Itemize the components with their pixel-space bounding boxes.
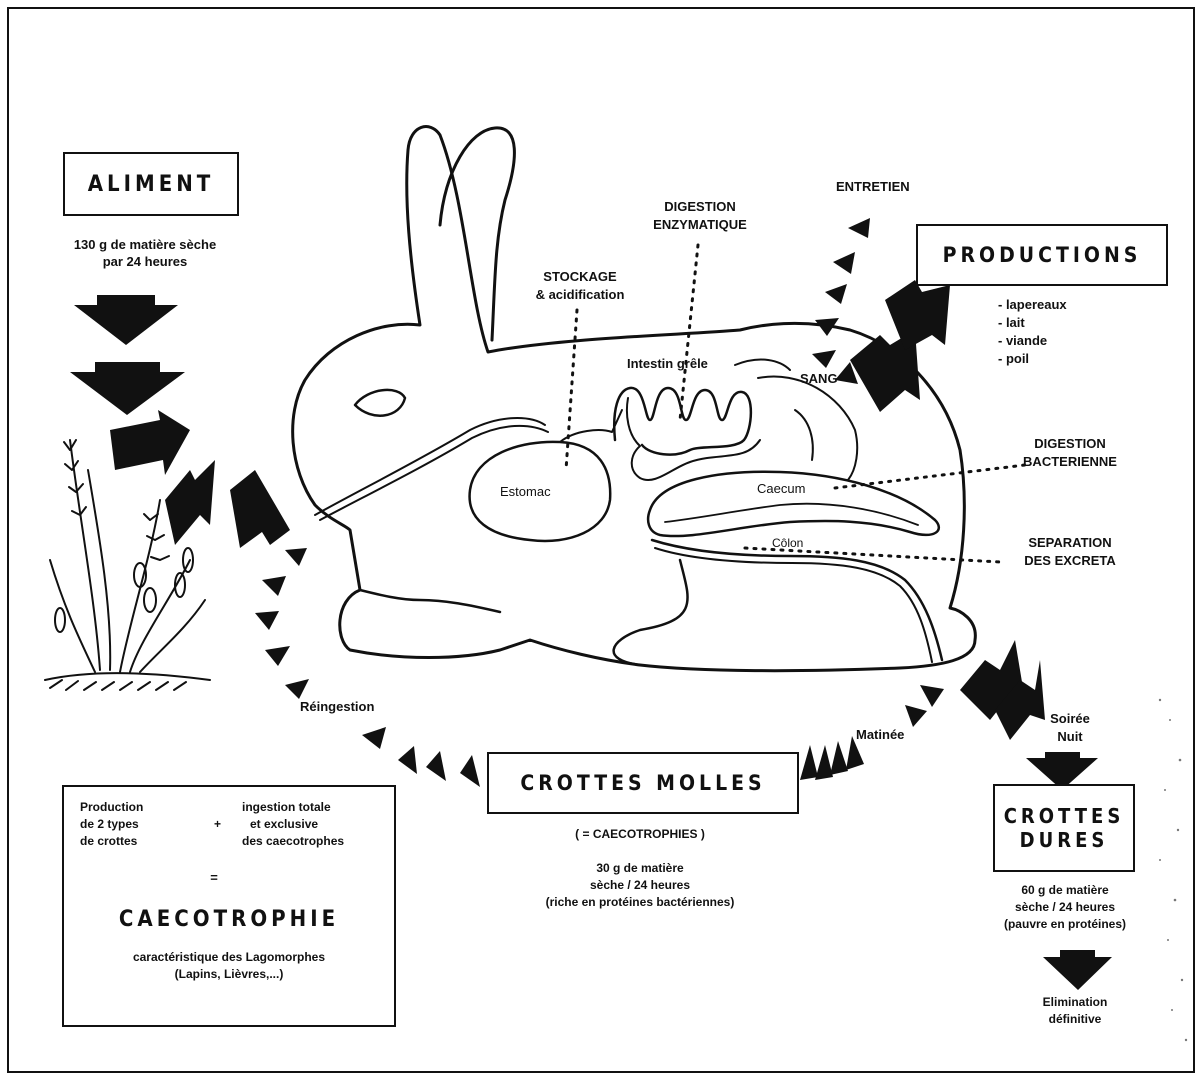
crottes-dures-line2: sèche / 24 heures (975, 901, 1155, 915)
rabbit-throat (315, 418, 545, 515)
reingestion-label: Réingestion (300, 700, 374, 715)
stockage-label-2: & acidification (505, 288, 655, 303)
separation-label-2: DES EXCRETA (995, 554, 1145, 569)
caecotrophie-left-1: Production (80, 801, 143, 815)
crottes-dures-title-1: CROTTES (1004, 804, 1125, 828)
production-item-viande: - viande (998, 334, 1047, 349)
rabbit-eye (355, 390, 405, 416)
food-arrow-4 (165, 460, 215, 545)
aliment-amount-line2: par 24 heures (30, 255, 260, 270)
matinee-label: Matinée (856, 728, 904, 743)
intestin-label: Intestin grêle (627, 357, 708, 372)
crottes-molles-line1: 30 g de matière (490, 862, 790, 876)
productions-title: PRODUCTIONS (943, 243, 1142, 267)
crottes-molles-box: CROTTES MOLLES (487, 752, 799, 814)
stockage-label-1: STOCKAGE (505, 270, 655, 285)
elimination-arrow (1043, 950, 1112, 990)
rabbit-front-leg (360, 590, 500, 612)
digestion-bacterienne-label-2: BACTERIENNE (1000, 455, 1140, 470)
caecotrophie-right-2: et exclusive (250, 818, 318, 832)
caecotrophie-right-3: des caecotrophes (242, 835, 344, 849)
caecotrophie-title: CAECOTROPHIE (64, 907, 394, 932)
food-arrow-1 (74, 295, 178, 345)
caecotrophie-note-1: caractéristique des Lagomorphes (64, 951, 394, 965)
colon-label: Côlon (772, 537, 803, 551)
food-arrow-5 (230, 470, 290, 548)
aliment-title: ALIMENT (88, 172, 215, 197)
caecum-label: Caecum (757, 482, 805, 497)
crottes-molles-subtitle: ( = CAECOTROPHIES ) (500, 828, 780, 842)
blood-vessel (758, 377, 857, 480)
crottes-molles-line3: (riche en protéines bactériennes) (470, 896, 810, 910)
production-item-lait: - lait (998, 316, 1025, 331)
sang-label: SANG (800, 372, 838, 387)
caecotrophie-right-1: ingestion totale (242, 801, 331, 815)
digestion-enzymatique-label-2: ENZYMATIQUE (630, 218, 770, 233)
reingestion-arrows (255, 548, 480, 787)
crottes-molles-line2: sèche / 24 heures (490, 879, 790, 893)
caecotrophie-left-2: de 2 types (80, 818, 139, 832)
crottes-dures-line3: (pauvre en protéines) (970, 918, 1160, 932)
caecotrophie-note-2: (Lapins, Lièvres,...) (64, 968, 394, 982)
soiree-label-2: Nuit (1030, 730, 1110, 745)
scan-noise (1159, 699, 1187, 1041)
crottes-dures-box: CROTTES DURES (993, 784, 1135, 872)
entretien-label: ENTRETIEN (836, 180, 910, 195)
food-arrows (70, 295, 290, 548)
digestion-enzymatique-label-1: DIGESTION (630, 200, 770, 215)
food-arrow-2 (70, 362, 185, 415)
elimination-label-1: Elimination (1020, 996, 1130, 1010)
caecotrophie-box: Production de 2 types de crottes + inges… (62, 785, 396, 1027)
rabbit-hind-leg (614, 560, 688, 665)
caecotrophie-equals: = (64, 871, 364, 886)
productions-box: PRODUCTIONS (916, 224, 1168, 286)
elimination-label-2: définitive (1020, 1013, 1130, 1027)
production-arrow-big-2 (885, 280, 950, 350)
caecotrophie-plus: + (214, 818, 221, 832)
digestion-bacterienne-label-1: DIGESTION (1000, 437, 1140, 452)
separation-label-1: SEPARATION (995, 536, 1145, 551)
crottes-dures-title-2: DURES (1020, 828, 1109, 852)
crottes-molles-title: CROTTES MOLLES (520, 771, 765, 795)
soiree-label-1: Soirée (1030, 712, 1110, 727)
crottes-dures-line1: 60 g de matière (975, 884, 1155, 898)
digestive-tract (470, 377, 942, 662)
estomac-label: Estomac (500, 485, 551, 500)
aliment-amount-line1: 130 g de matière sèche (30, 238, 260, 253)
production-item-lapereaux: - lapereaux (998, 298, 1067, 313)
food-arrow-3 (110, 410, 190, 475)
aliment-box: ALIMENT (63, 152, 239, 216)
caecotrophie-left-3: de crottes (80, 835, 137, 849)
production-item-poil: - poil (998, 352, 1029, 367)
